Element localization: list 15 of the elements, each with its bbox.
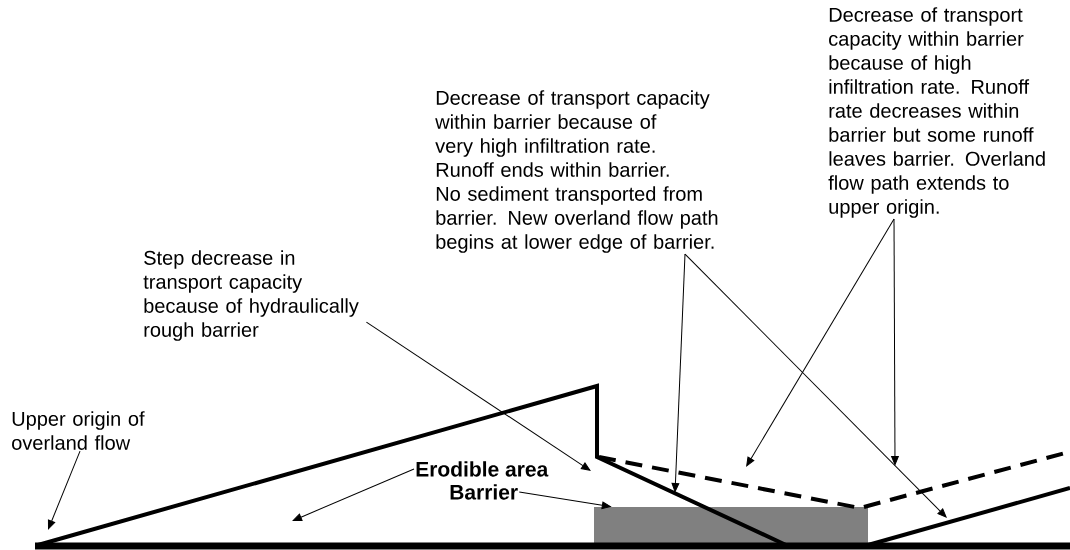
area-label: Barrier [450,484,518,500]
annotation-text: Step decrease in transport capacity because of hydraulically rough barrier [143,250,359,341]
area-label: Erodible area [416,461,549,477]
annotation-text: Decrease of transport capacity within barrier because of very high infiltration rate. Runoff ends within barrier. No sediment transported from barrier. New overland flow path begins at lower edge of barrier. [435,90,718,253]
leader-arrow [891,218,899,466]
annotation-text: Upper origin of overland flow [12,411,145,450]
leader-arrow [292,468,415,521]
leader-arrow [365,321,591,471]
leader-arrow [746,218,895,467]
leader-arrow [684,253,947,518]
annotation-text: Decrease of transport capacity within barrier because of high infiltration rate. Runoff rate decreases within barrier but some runoff leaves barrier. Overland flow path extends to upper origin. [828,7,1045,218]
leader-arrow [47,450,81,530]
leader-arrow [518,491,611,510]
leader-arrow [671,253,686,493]
barrier-box [594,507,868,545]
